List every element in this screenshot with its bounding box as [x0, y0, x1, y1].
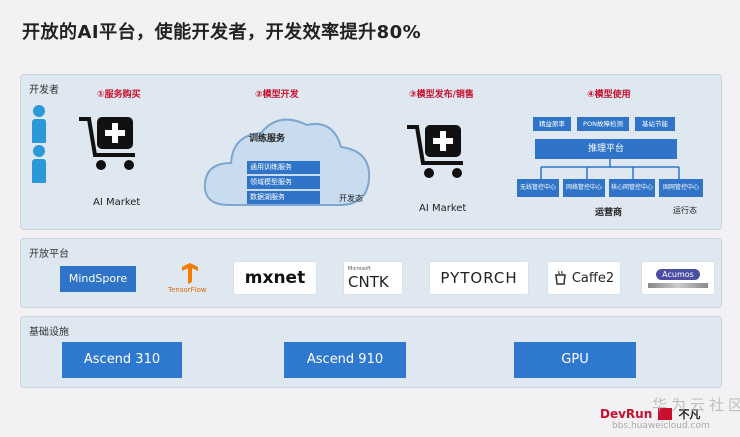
developer-person-icon: [31, 145, 47, 183]
data-lake-service-box: 数据湖服务: [247, 191, 320, 204]
infra-ascend-910: Ascend 910: [284, 342, 406, 378]
framework-acumos: Acumos: [642, 262, 714, 294]
community-url: bbs.huaweicloud.com: [612, 421, 710, 431]
devrun-brand: DevRun 不凡: [600, 403, 700, 422]
tensorflow-logo-icon: [182, 263, 198, 284]
framework-cntk: Microsoft CNTK: [344, 262, 402, 294]
community-watermark: 华为云社区: [652, 396, 740, 414]
framework-caffe2: Caffe2: [548, 262, 620, 294]
caffe2-label: Caffe2: [571, 270, 615, 286]
cntk-label: CNTK: [348, 272, 389, 291]
management-center-box: 网络管控中心: [563, 179, 605, 197]
operator-label: 运营商: [595, 208, 623, 218]
training-service-box: 通用训练服务: [247, 161, 320, 174]
open-platform-label: 开放平台: [29, 249, 69, 260]
pytorch-label: PYTORCH: [440, 269, 518, 287]
dev-state-label: 开发态: [339, 194, 363, 203]
tensorflow-label: TensorFlow: [168, 286, 207, 294]
management-center-box: 无线管控中心: [517, 179, 559, 197]
acumos-partner-strip: [648, 282, 708, 288]
devrun-badge: [658, 407, 673, 420]
framework-mxnet: mxnet: [234, 262, 316, 294]
step-label-purchase: ①服务购买: [97, 90, 141, 100]
developer-panel-label: 开发者: [29, 85, 59, 96]
acumos-label: Acumos: [656, 268, 700, 280]
step-label-develop: ②模型开发: [255, 90, 299, 100]
usage-box: 基站节能: [635, 117, 675, 131]
management-center-box: 核心网管控中心: [609, 179, 655, 197]
infra-gpu: GPU: [514, 342, 636, 378]
framework-pytorch: PYTORCH: [430, 262, 528, 294]
inference-platform-label: 推理平台: [587, 144, 624, 154]
step-label-publish: ③模型发布/销售: [409, 90, 474, 100]
step-label-usage: ④模型使用: [587, 90, 631, 100]
infra-ascend-310: Ascend 310: [62, 342, 182, 378]
cloud-title: 训练服务: [249, 134, 286, 144]
developer-person-icon: [31, 105, 47, 143]
framework-tensorflow: TensorFlow: [164, 260, 216, 296]
slide-title: 开放的AI平台，使能开发者，开发效率提升80%: [22, 22, 422, 43]
shopping-cart-icon: [407, 125, 463, 178]
devrun-tag: 不凡: [678, 408, 701, 421]
framework-mindspore-label: MindSpore: [68, 272, 128, 285]
runtime-state-label: 运行态: [673, 206, 697, 215]
ai-market-caption: AI Market: [93, 197, 141, 208]
domain-model-service-box: 领域模型服务: [247, 176, 320, 189]
mxnet-label: mxnet: [244, 268, 306, 288]
cntk-microsoft-label: Microsoft: [348, 265, 371, 272]
ai-market-caption: AI Market: [419, 203, 467, 214]
caffe-cup-icon: [555, 270, 566, 285]
devrun-label: DevRun: [600, 407, 653, 421]
shopping-cart-icon: [79, 117, 135, 170]
framework-mindspore: MindSpore: [60, 266, 136, 292]
developer-panel: 开发者 ①服务购买 AI Market ②模型开发 训练服务 通用训练服务 领域…: [20, 74, 722, 230]
management-center-box: 固网管控中心: [659, 179, 703, 197]
connector-lines: [540, 159, 680, 179]
usage-box: 精益原率: [533, 117, 571, 131]
infrastructure-label: 基础设施: [29, 327, 69, 338]
inference-platform-box: 推理平台: [535, 139, 677, 159]
usage-box: PON故障检测: [577, 117, 629, 131]
